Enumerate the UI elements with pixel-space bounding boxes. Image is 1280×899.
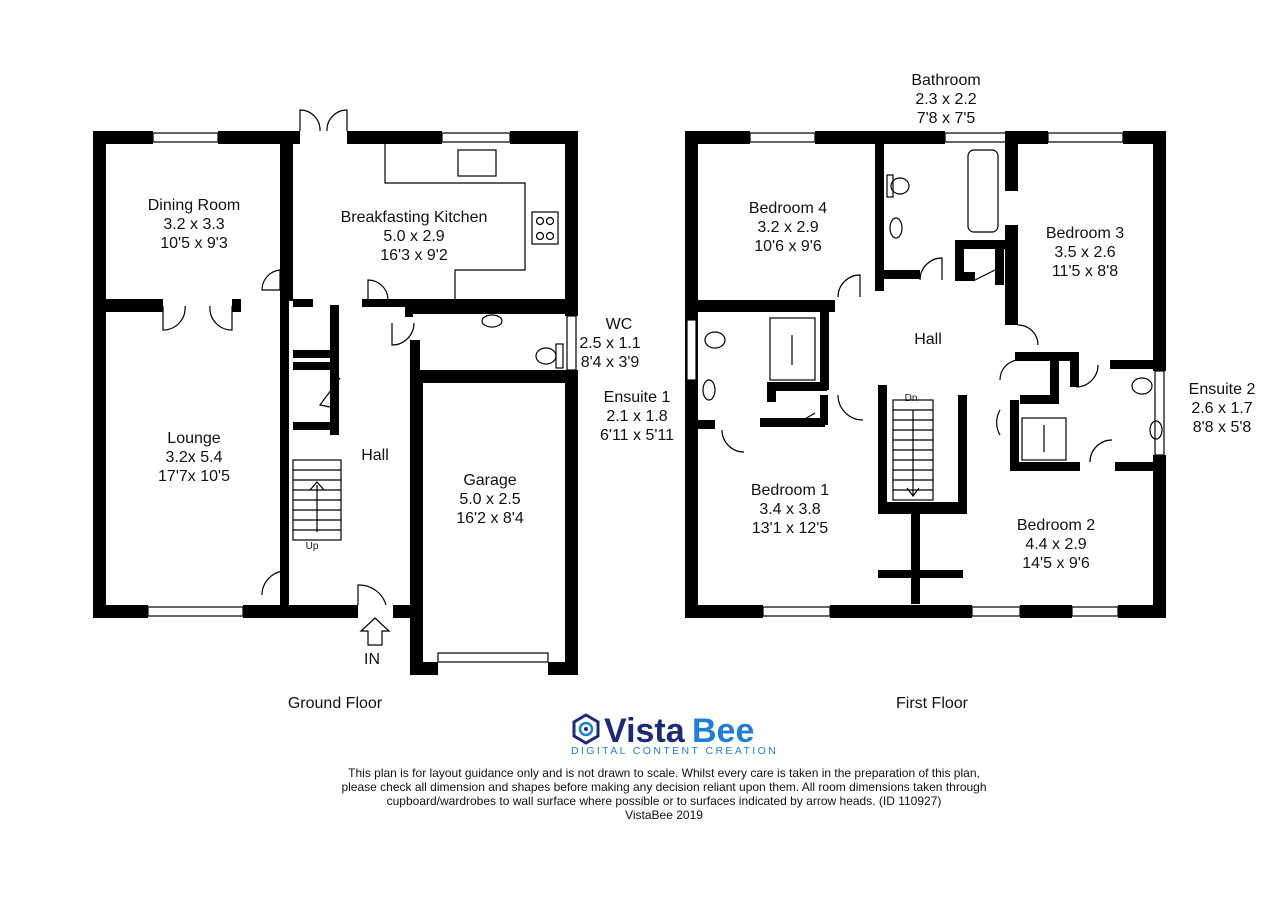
room-imperial-bedroom-2: 14'5 x 9'6 xyxy=(1022,555,1090,572)
room-imperial-bedroom-1: 13'1 x 12'5 xyxy=(752,520,828,537)
room-imperial-ensuite-1: 6'11 x 5'11 xyxy=(600,427,674,444)
room-metric-bedroom-3: 3.5 x 2.6 xyxy=(1054,244,1115,261)
stairs-down-label: Dn xyxy=(905,393,918,404)
room-imperial-bedroom-3: 11'5 x 8'8 xyxy=(1052,263,1118,280)
room-name-bedroom-2: Bedroom 2 xyxy=(1017,517,1095,534)
room-metric-bedroom-1: 3.4 x 3.8 xyxy=(759,501,820,518)
logo-tagline: DIGITAL CONTENT CREATION xyxy=(571,745,778,757)
room-name-bathroom: Bathroom xyxy=(911,72,980,89)
ground-floor-labels: Dining Room 3.2 x 3.3 10'5 x 9'3 Breakfa… xyxy=(148,197,641,712)
room-name-dining-room: Dining Room xyxy=(148,197,240,214)
room-metric-garage: 5.0 x 2.5 xyxy=(459,491,520,508)
logo-name-part2: Bee xyxy=(692,712,754,750)
hexagon-camera-icon xyxy=(572,713,600,745)
entrance-label: IN xyxy=(364,651,380,668)
logo-name-part1: Vista xyxy=(604,712,686,750)
room-imperial-dining-room: 10'5 x 9'3 xyxy=(160,235,228,252)
room-imperial-wc: 8'4 x 3'9 xyxy=(581,354,640,371)
room-name-ensuite-1: Ensuite 1 xyxy=(604,389,671,406)
entrance-arrow-icon xyxy=(359,617,391,646)
first-floor-labels: Bathroom 2.3 x 2.2 7'8 x 7'5 Bedroom 4 3… xyxy=(600,72,1255,712)
room-metric-kitchen: 5.0 x 2.9 xyxy=(383,228,444,245)
room-metric-lounge: 3.2x 5.4 xyxy=(166,449,223,466)
room-imperial-lounge: 17'7x 10'5 xyxy=(158,468,230,485)
disclaimer-line-4: VistaBee 2019 xyxy=(625,808,703,822)
vistabee-logo: Vista Bee DIGITAL CONTENT CREATION xyxy=(571,712,778,757)
first-floor-caption: First Floor xyxy=(896,695,969,712)
disclaimer-line-1: This plan is for layout guidance only an… xyxy=(348,766,980,780)
room-imperial-bedroom-4: 10'6 x 9'6 xyxy=(754,238,822,255)
room-imperial-garage: 16'2 x 8'4 xyxy=(456,510,524,527)
room-metric-bedroom-2: 4.4 x 2.9 xyxy=(1025,536,1086,553)
room-name-hall-first: Hall xyxy=(914,331,942,348)
disclaimer-line-2: please check all dimension and shapes be… xyxy=(341,780,986,794)
room-name-lounge: Lounge xyxy=(167,430,220,447)
room-metric-ensuite-2: 2.6 x 1.7 xyxy=(1191,400,1252,417)
room-metric-ensuite-1: 2.1 x 1.8 xyxy=(606,408,667,425)
first-floor-plan xyxy=(685,131,1166,618)
room-name-garage: Garage xyxy=(463,472,516,489)
disclaimer-line-3: cupboard/wardrobes to wall surface where… xyxy=(387,794,942,808)
room-metric-bedroom-4: 3.2 x 2.9 xyxy=(757,219,818,236)
room-imperial-bathroom: 7'8 x 7'5 xyxy=(917,110,976,127)
room-name-hall-ground: Hall xyxy=(361,447,389,464)
ground-floor-caption: Ground Floor xyxy=(288,695,383,712)
room-imperial-ensuite-2: 8'8 x 5'8 xyxy=(1193,419,1252,436)
room-name-ensuite-2: Ensuite 2 xyxy=(1189,381,1256,398)
room-metric-bathroom: 2.3 x 2.2 xyxy=(915,91,976,108)
disclaimer: This plan is for layout guidance only an… xyxy=(341,766,986,822)
room-metric-wc: 2.5 x 1.1 xyxy=(579,335,640,352)
room-imperial-kitchen: 16'3 x 9'2 xyxy=(380,247,448,264)
stairs-up-label: Up xyxy=(306,541,319,552)
ground-floor-plan xyxy=(93,109,578,675)
room-name-bedroom-4: Bedroom 4 xyxy=(749,200,827,217)
room-metric-dining-room: 3.2 x 3.3 xyxy=(163,216,224,233)
room-name-bedroom-1: Bedroom 1 xyxy=(751,482,829,499)
room-name-kitchen: Breakfasting Kitchen xyxy=(341,209,488,226)
room-name-bedroom-3: Bedroom 3 xyxy=(1046,225,1124,242)
room-name-wc: WC xyxy=(606,316,633,333)
